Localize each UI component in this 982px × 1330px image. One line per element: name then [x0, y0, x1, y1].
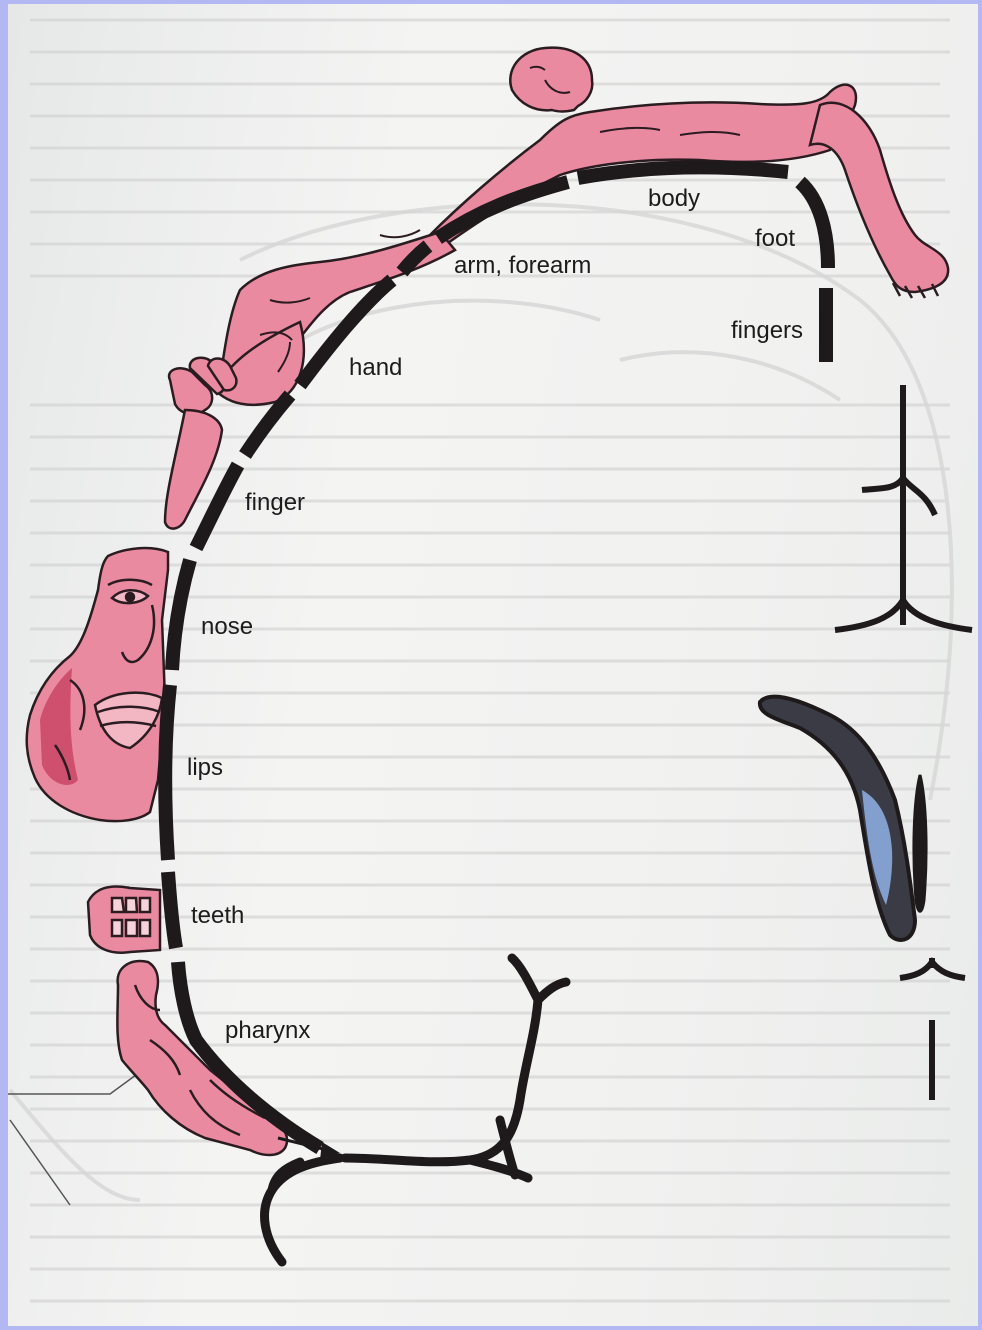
label-body: body — [648, 187, 700, 211]
tract-shapes-right — [265, 385, 972, 1262]
label-hand: hand — [349, 356, 402, 380]
strip-segment-body — [578, 167, 788, 178]
textbook-page: body foot arm, forearm fingers hand fing… — [8, 4, 978, 1326]
label-fingers: fingers — [731, 319, 803, 343]
label-teeth: teeth — [191, 904, 244, 928]
label-foot: foot — [755, 227, 795, 251]
label-nose: nose — [201, 615, 253, 639]
sulcus-lower — [900, 958, 965, 1100]
label-pharynx: pharynx — [225, 1019, 310, 1043]
strip-segment-lips — [165, 685, 170, 860]
label-lips: lips — [187, 756, 223, 780]
strip-segment-nose — [172, 560, 190, 670]
homunculus-teeth-figure — [88, 887, 160, 953]
label-arm-forearm: arm, forearm — [454, 254, 591, 278]
strip-segment-foot — [800, 182, 828, 268]
cortex-section — [760, 697, 915, 940]
sulcus-spindle — [914, 775, 926, 911]
homunculus-face-figure — [27, 548, 168, 821]
strip-segment-teeth — [168, 872, 176, 948]
motor-homunculus-diagram — [8, 4, 978, 1326]
label-finger: finger — [245, 491, 305, 515]
pen-line — [8, 1072, 140, 1205]
